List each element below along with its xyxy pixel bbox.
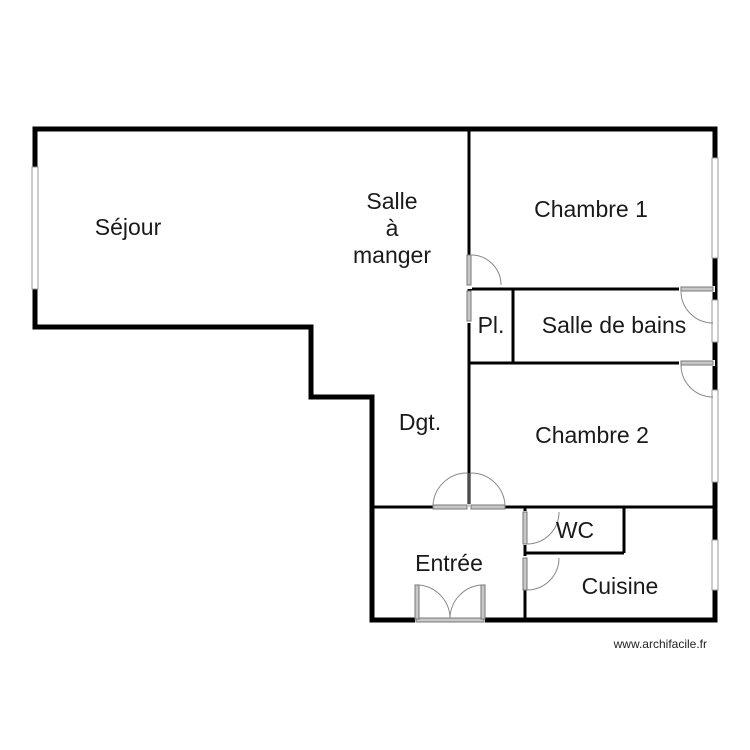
door-entrance: [414, 584, 486, 623]
door-chambre1: [466, 254, 502, 289]
windows: [31, 157, 719, 591]
door-wc: [522, 511, 560, 545]
room-label-salle-a-manger-2: à: [386, 215, 399, 241]
room-label-salle-de-bains: Salle de bains: [542, 312, 687, 338]
room-label-wc: WC: [556, 517, 594, 543]
doors: [414, 254, 715, 623]
room-label-entree: Entrée: [415, 550, 483, 576]
room-label-chambre1: Chambre 1: [534, 196, 648, 222]
window-chambre2: [711, 389, 719, 483]
room-labels: Séjour Salle à manger Chambre 1 Pl. Sall…: [95, 188, 686, 599]
door-salle-de-bains: [679, 286, 715, 324]
room-label-salle-a-manger-3: manger: [353, 242, 431, 268]
room-label-chambre2: Chambre 2: [535, 422, 649, 448]
window-chambre1: [711, 157, 719, 259]
window-sdb: [711, 299, 719, 343]
room-label-sejour: Séjour: [95, 214, 162, 240]
door-dgt-double: [432, 472, 506, 510]
room-label-degagement: Dgt.: [399, 409, 441, 435]
window-sejour: [31, 166, 39, 290]
window-cuisine: [711, 539, 719, 591]
watermark-text: www.archifacile.fr: [613, 637, 707, 651]
door-chambre2: [679, 360, 715, 398]
room-label-salle-a-manger-1: Salle: [366, 188, 417, 214]
room-label-placard: Pl.: [478, 312, 505, 338]
room-label-cuisine: Cuisine: [582, 573, 659, 599]
door-placard: [466, 290, 472, 323]
door-cuisine: [522, 556, 560, 591]
